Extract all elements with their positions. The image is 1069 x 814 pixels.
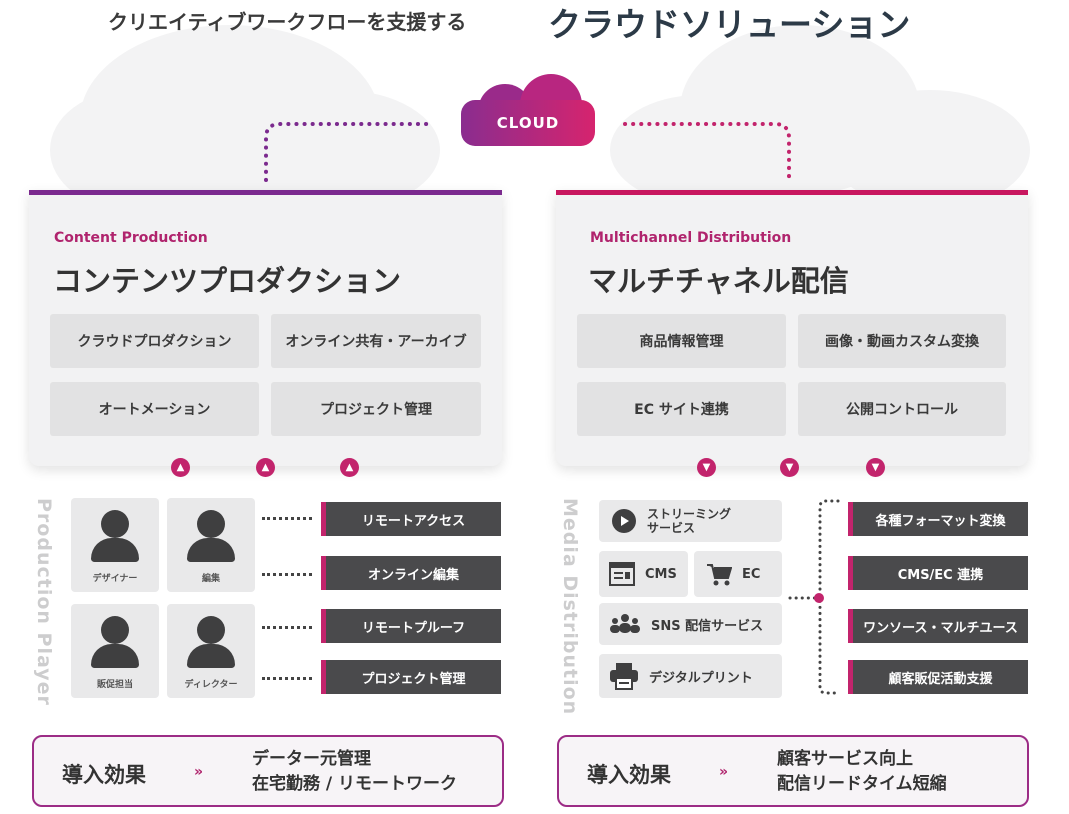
effect-box-right: 導入効果 » 顧客サービス向上 配信リードタイム短縮 (557, 735, 1029, 807)
feature-cell: 画像・動画カスタム変換 (798, 314, 1006, 368)
person-label: デザイナー (92, 574, 138, 584)
effect-line: 在宅勤務 / リモートワーク (252, 774, 458, 794)
feature-cell: オートメーション (50, 382, 259, 436)
feature-cell: 商品情報管理 (577, 314, 786, 368)
feature-bar: オンライン編集 (321, 556, 501, 590)
panel-subtitle: Multichannel Distribution (590, 230, 792, 246)
effect-line: 顧客サービス向上 (777, 749, 913, 769)
person-card: ディレクター (167, 604, 255, 698)
chevron-down-icon: ▼ (780, 458, 799, 477)
multichannel-distribution-panel: Multichannel Distribution マルチチャネル配信 商品情報… (556, 190, 1028, 466)
streaming-label: ストリーミング サービス (647, 507, 732, 535)
effect-label: 導入効果 (587, 763, 671, 787)
ec-label: EC (742, 566, 761, 582)
chevron-down-icon: ▼ (866, 458, 885, 477)
effect-line: 配信リードタイム短縮 (777, 774, 947, 794)
panel-subtitle: Content Production (54, 230, 208, 246)
feature-bar: ワンソース・マルチユース (848, 609, 1028, 643)
panel-accent-bar (29, 190, 502, 195)
person-label: 販促担当 (96, 680, 133, 690)
feature-cell: クラウドプロダクション (50, 314, 259, 368)
panel-title: マルチチャネル配信 (588, 264, 849, 298)
chevron-up-icon: ▲ (171, 458, 190, 477)
cloud-badge: CLOUD (461, 100, 595, 146)
effect-label: 導入効果 (62, 763, 146, 787)
header-title: クラウドソリューション (548, 5, 911, 44)
person-label: 編集 (201, 574, 220, 584)
double-arrow-icon: » (719, 764, 728, 780)
effect-box-left: 導入効果 » データー元管理 在宅勤務 / リモートワーク (32, 735, 504, 807)
effect-line: データー元管理 (252, 749, 371, 769)
people-icon (609, 613, 641, 635)
cms-label: CMS (645, 566, 677, 582)
play-icon (611, 508, 637, 534)
cart-icon (706, 562, 732, 586)
streaming-card: ストリーミング サービス (599, 500, 782, 542)
feature-bar: プロジェクト管理 (321, 660, 501, 694)
production-player-label: Production Player (33, 498, 55, 706)
person-icon (197, 510, 225, 538)
printer-icon (609, 662, 639, 690)
panel-title: コンテンツプロダクション (53, 264, 402, 298)
chevron-up-icon: ▲ (340, 458, 359, 477)
feature-bar: リモートアクセス (321, 502, 501, 536)
chevron-down-icon: ▼ (697, 458, 716, 477)
person-card: 販促担当 (71, 604, 159, 698)
dotted-connector (262, 677, 312, 680)
feature-bar: リモートプルーフ (321, 609, 501, 643)
dotted-connector (262, 517, 312, 520)
feature-cell: 公開コントロール (798, 382, 1006, 436)
cms-icon (609, 562, 635, 586)
sns-label: SNS 配信サービス (651, 618, 764, 634)
feature-bar: 顧客販促活動支援 (848, 660, 1028, 694)
dotted-connector (262, 626, 312, 629)
header-subtitle: クリエイティブワークフローを支援する (108, 10, 467, 34)
sns-card: SNS 配信サービス (599, 603, 782, 645)
person-icon (101, 510, 129, 538)
person-card: デザイナー (71, 498, 159, 592)
media-bracket-connector (788, 499, 840, 695)
double-arrow-icon: » (194, 764, 203, 780)
feature-bar: CMS/EC 連携 (848, 556, 1028, 590)
person-icon (101, 616, 129, 644)
media-distribution-label: Media Distribution (559, 498, 581, 716)
person-label: ディレクター (184, 680, 238, 690)
content-production-panel: Content Production コンテンツプロダクション クラウドプロダク… (29, 190, 502, 466)
cloud-connectors (264, 122, 791, 182)
feature-cell: プロジェクト管理 (271, 382, 481, 436)
feature-cell: オンライン共有・アーカイブ (271, 314, 481, 368)
print-label: デジタルプリント (649, 670, 753, 686)
chevron-up-icon: ▲ (256, 458, 275, 477)
feature-cell: EC サイト連携 (577, 382, 786, 436)
print-card: デジタルプリント (599, 654, 782, 698)
dotted-connector (262, 573, 312, 576)
person-icon (197, 616, 225, 644)
cms-card: CMS (599, 551, 688, 597)
panel-accent-bar (556, 190, 1028, 195)
feature-bar: 各種フォーマット変換 (848, 502, 1028, 536)
ec-card: EC (694, 551, 782, 597)
person-card: 編集 (167, 498, 255, 592)
